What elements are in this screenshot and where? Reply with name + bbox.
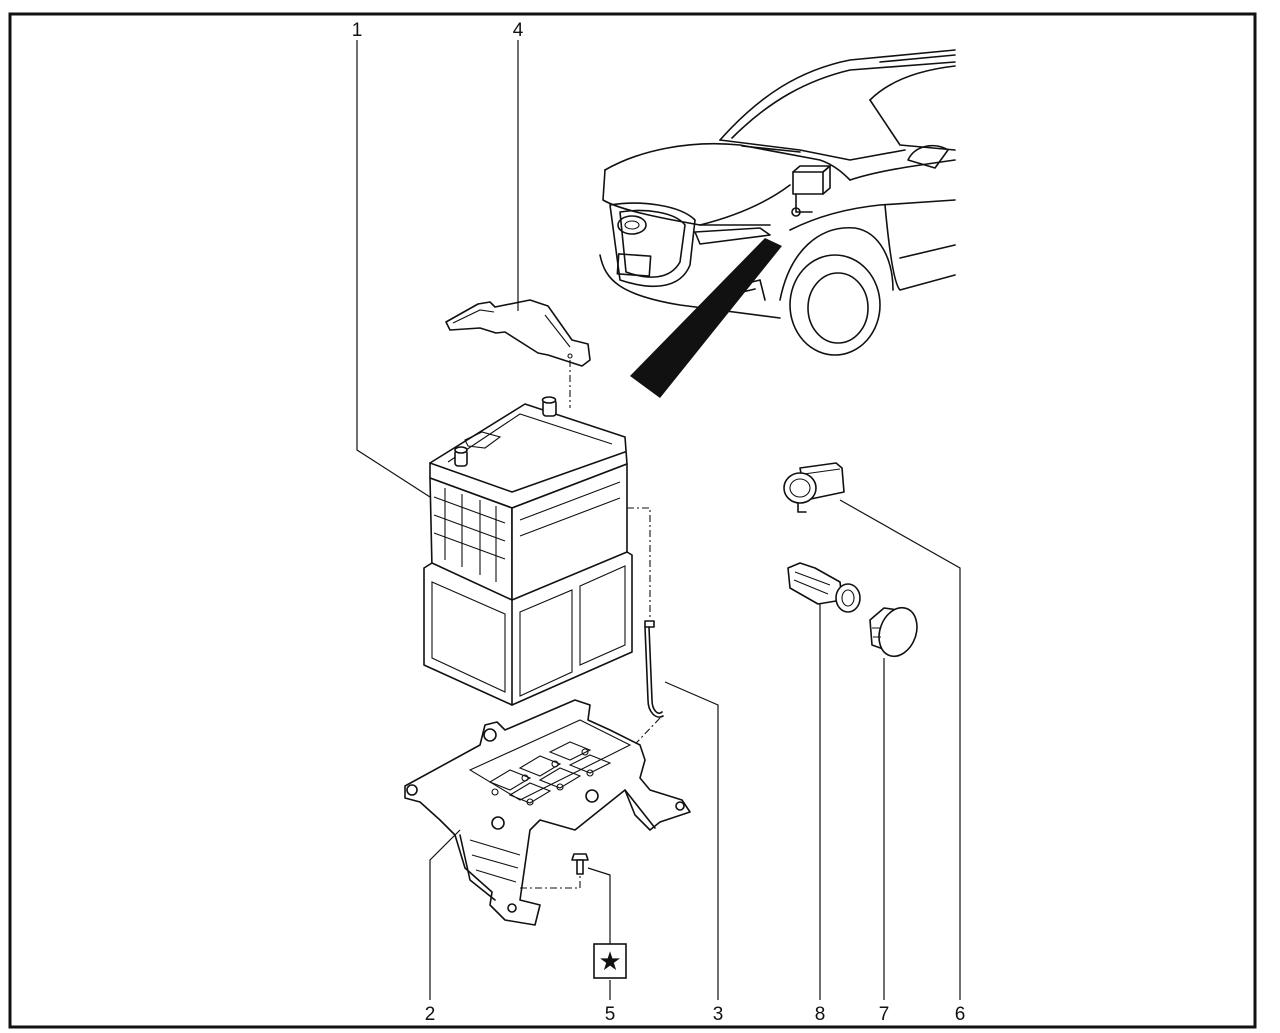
callout-4: 4: [513, 20, 524, 41]
callout-5: 5: [605, 1004, 616, 1025]
callout-7: 7: [879, 1004, 890, 1025]
part-7-socket-cap: [869, 606, 918, 658]
callout-8: 8: [815, 1004, 826, 1025]
part-8-socket-housing: [787, 562, 861, 613]
diagram-border: [8, 12, 1257, 1029]
callout-2: 2: [425, 1004, 436, 1025]
part-1-battery: [423, 396, 651, 706]
part-2-battery-tray: [404, 699, 691, 926]
torque-specification-box: ★: [593, 943, 627, 979]
part-6-power-socket: [783, 462, 845, 513]
part-4-hold-down-clamp: [445, 299, 591, 408]
leader-lines: [356, 40, 961, 1000]
callout-6: 6: [955, 1004, 966, 1025]
star-icon: ★: [598, 947, 621, 977]
location-pointer: [630, 238, 782, 398]
vehicle-illustration: [599, 49, 956, 398]
part-5-tray-bolt: [571, 853, 589, 875]
callout-1: 1: [352, 20, 363, 41]
callout-3: 3: [713, 1004, 724, 1025]
